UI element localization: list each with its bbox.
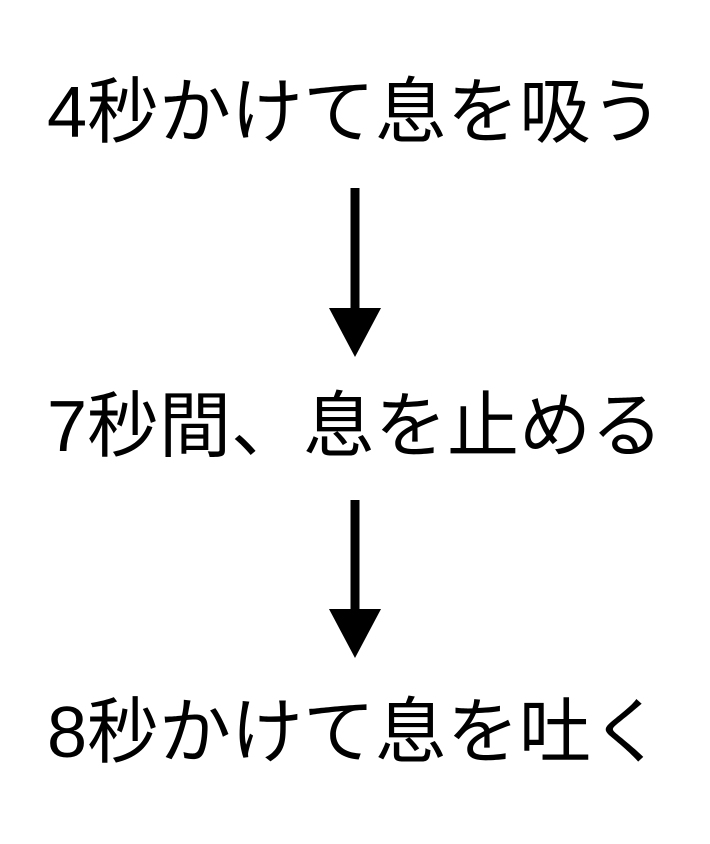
down-arrow-icon xyxy=(329,188,381,357)
step-1-label: 4秒かけて息を吸う xyxy=(46,73,664,153)
step-3-label: 8秒かけて息を吐く xyxy=(46,693,664,773)
step-2-label: 7秒間、息を止める xyxy=(46,387,664,467)
down-arrow-icon xyxy=(329,500,381,658)
